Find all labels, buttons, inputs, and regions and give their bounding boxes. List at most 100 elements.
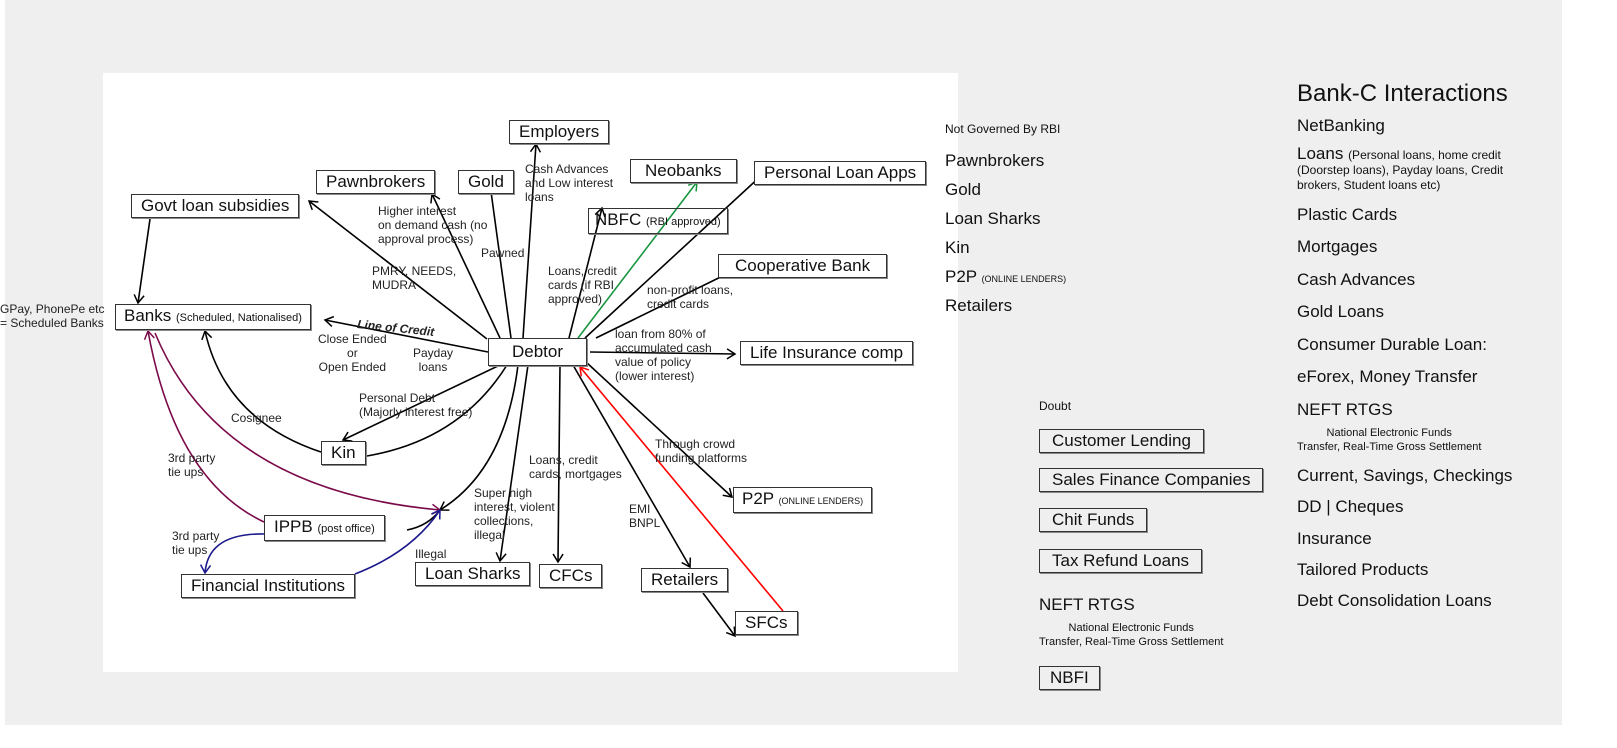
- bank-c-loans-sub: (Doorstep loans), Payday loans, Credit: [1297, 163, 1504, 177]
- label-tie-ups-1: 3rd party tie ups: [168, 451, 216, 479]
- not-governed-item: Loan Sharks: [945, 209, 1041, 228]
- label-cash-advances: Cash Advances and Low interest loans: [525, 162, 614, 204]
- node-ippb[interactable]: IPPB (post office): [264, 515, 385, 541]
- node-cfcs[interactable]: CFCs: [539, 564, 603, 588]
- edge-debtor-employers: [522, 142, 542, 339]
- node-nbfc[interactable]: NBFC (RBI approved): [588, 208, 728, 234]
- label-tie-ups-2: 3rd party tie ups: [172, 529, 220, 557]
- edge-banks-debtor-curve: [154, 332, 442, 515]
- doubt-box[interactable]: Chit Funds: [1039, 508, 1148, 532]
- doubt-neft: NEFT RTGS: [1039, 595, 1135, 614]
- node-sfcs[interactable]: SFCs: [735, 611, 798, 635]
- node-nbfc-sub: (RBI approved): [646, 216, 721, 228]
- edge-ippb-financial: [199, 533, 265, 575]
- bank-c-item: DD | Cheques: [1297, 497, 1404, 516]
- edge-kin-banks: [201, 329, 322, 453]
- edge-debtor-retailers: [572, 364, 692, 569]
- node-ippb-label: IPPB: [274, 517, 313, 536]
- edge-ippb-curve: [406, 509, 441, 531]
- gpay-note: GPay, PhonePe etc = Scheduled Banks: [0, 302, 105, 330]
- node-neobanks[interactable]: Neobanks: [630, 159, 737, 183]
- node-banks[interactable]: Banks (Scheduled, Nationalised): [115, 304, 311, 330]
- edge-ippb-banks: [143, 329, 265, 523]
- edge-debtor-personal-loan-apps: [584, 161, 778, 339]
- edge-debtor-govt: [307, 200, 488, 340]
- bank-c-item-loans: Loans (Personal loans, home credit: [1297, 144, 1501, 164]
- not-governed-item: P2P (ONLINE LENDERS): [945, 267, 1066, 287]
- node-loan-sharks[interactable]: Loan Sharks: [415, 562, 531, 586]
- label-illegal: Illegal: [415, 547, 447, 561]
- not-governed-item: Gold: [945, 180, 981, 199]
- label-close-open-ended: Close Ended or Open Ended: [318, 332, 387, 374]
- bank-c-item: Plastic Cards: [1297, 205, 1398, 224]
- node-financial-institutions[interactable]: Financial Institutions: [181, 574, 356, 598]
- node-kin[interactable]: Kin: [321, 441, 366, 465]
- not-governed-item: Retailers: [945, 296, 1013, 315]
- edge-debtor-banks: [323, 315, 489, 353]
- edge-debtor-p2p: [585, 361, 734, 498]
- node-pawnbrokers[interactable]: Pawnbrokers: [316, 170, 436, 194]
- node-cooperative-bank[interactable]: Cooperative Bank: [718, 254, 888, 278]
- bank-c-item: Mortgages: [1297, 237, 1378, 256]
- bank-c-title: Bank-C Interactions: [1297, 80, 1508, 107]
- node-banks-label: Banks: [124, 306, 172, 325]
- label-crowd-funding: Through crowd funding platforms: [655, 437, 748, 465]
- node-life-insurance[interactable]: Life Insurance comp: [740, 341, 914, 365]
- bank-c-item: Consumer Durable Loan:: [1297, 335, 1487, 354]
- edge-govt-banks: [133, 218, 151, 305]
- node-p2p-label: P2P: [742, 489, 774, 508]
- node-employers[interactable]: Employers: [509, 120, 610, 144]
- doubt-box[interactable]: Customer Lending: [1039, 429, 1204, 453]
- doubt-box-nbfi[interactable]: NBFI: [1039, 666, 1100, 690]
- doubt-box[interactable]: Tax Refund Loans: [1039, 549, 1203, 573]
- doubt-box[interactable]: Sales Finance Companies: [1039, 468, 1264, 492]
- node-debtor[interactable]: Debtor: [488, 338, 588, 366]
- bank-c-item: Gold Loans: [1297, 302, 1384, 321]
- label-cfcs-loans: Loans, credit cards, mortgages: [529, 453, 622, 481]
- bank-c-loans: Loans: [1297, 144, 1344, 163]
- edge-debtor-cfcs: [552, 364, 564, 564]
- bank-c-item: Current, Savings, Checkings: [1297, 466, 1513, 485]
- bank-c-item: eForex, Money Transfer: [1297, 367, 1478, 386]
- not-governed-item: Kin: [945, 238, 970, 257]
- not-governed-p2p-sub: (ONLINE LENDERS): [981, 274, 1067, 284]
- edge-debtor-cooperative: [595, 267, 739, 339]
- edge-debtor-kin: [341, 364, 501, 442]
- edge-retailers-sfcs: [702, 592, 736, 638]
- node-ippb-sub: (post office): [317, 523, 375, 535]
- bank-c-neft-sub: National Electronic Funds Transfer, Real…: [1297, 427, 1482, 453]
- node-gold[interactable]: Gold: [458, 170, 514, 194]
- edge-financial-debtor: [354, 508, 441, 575]
- node-retailers[interactable]: Retailers: [641, 568, 729, 592]
- bank-c-item: NEFT RTGS: [1297, 400, 1393, 419]
- bank-c-item: Cash Advances: [1297, 270, 1416, 289]
- not-governed-title: Not Governed By RBI: [945, 122, 1061, 136]
- edge-debtor-gold: [484, 175, 512, 339]
- label-personal-debt: Personal Debt (Majorly interest free): [359, 391, 473, 419]
- label-higher-interest: Higher interest on demand cash (no appro…: [378, 204, 488, 246]
- node-p2p[interactable]: P2P (ONLINE LENDERS): [733, 487, 873, 513]
- bank-c-item: Insurance: [1297, 529, 1372, 548]
- edge-kin-debtor: [366, 364, 508, 457]
- label-pawned: Pawned: [481, 246, 525, 260]
- bank-c-loans-sub: brokers, Student loans etc): [1297, 178, 1441, 192]
- label-super-high-interest: Super high interest, violent collections…: [474, 486, 555, 542]
- node-banks-sub: (Scheduled, Nationalised): [175, 312, 302, 324]
- node-personal-loan-apps[interactable]: Personal Loan Apps: [754, 161, 927, 185]
- node-govt-loan-subsidies[interactable]: Govt loan subsidies: [131, 194, 300, 218]
- label-payday: Payday loans: [413, 346, 454, 374]
- edge-debtor-nbfc: [568, 206, 606, 339]
- bank-c-loans-sub: (Personal loans, home credit: [1348, 148, 1501, 162]
- edge-sfcs-debtor: [579, 365, 784, 612]
- edge-debtor-ippb-curve: [438, 364, 519, 511]
- edge-debtor-neobanks: [577, 180, 698, 339]
- doubt-neft-sub: National Electronic Funds Transfer, Real…: [1039, 622, 1224, 648]
- node-nbfc-label: NBFC: [595, 210, 642, 229]
- doubt-title: Doubt: [1039, 399, 1072, 413]
- not-governed-p2p: P2P: [945, 267, 977, 286]
- edge-debtor-loan-sharks: [495, 364, 529, 563]
- node-p2p-sub: (ONLINE LENDERS): [778, 496, 864, 506]
- bank-c-item: Tailored Products: [1297, 560, 1429, 579]
- label-non-profit: non-profit loans, credit cards: [647, 283, 734, 311]
